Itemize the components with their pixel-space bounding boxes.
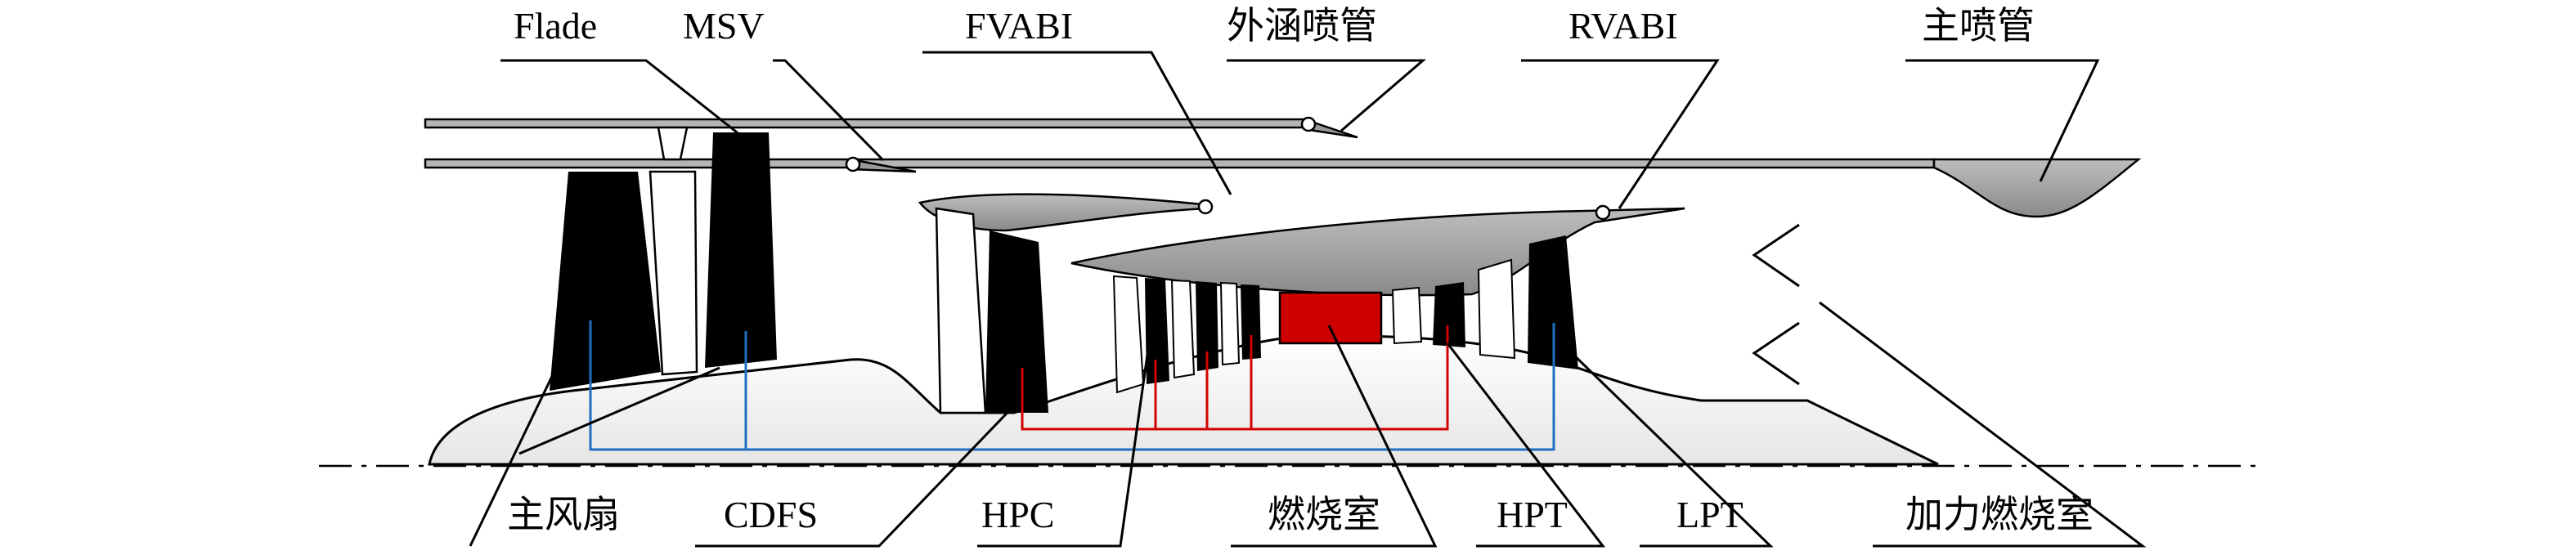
- msv-leader: [773, 59, 885, 162]
- rvabi-hinge: [1595, 204, 1611, 221]
- outer-casing-upper: [424, 118, 1306, 129]
- main-fan-leader-2: [518, 366, 720, 455]
- bypass-nozzle-leader: [1227, 59, 1427, 132]
- high-pressure-shaft: [1021, 325, 1449, 431]
- afterburner-holder-2: [1752, 321, 1800, 386]
- msv-hinge: [845, 156, 861, 172]
- combustor-leader: [1231, 324, 1438, 548]
- label-main-fan: 主风扇: [507, 494, 620, 535]
- main-nozzle-shape: [1932, 158, 2142, 218]
- hpc-stator-3: [1219, 281, 1241, 366]
- lpt-blade: [1528, 235, 1578, 369]
- outer-casing-lower: [424, 158, 1936, 169]
- label-hpc: HPC: [981, 494, 1054, 535]
- hpc-blade-1: [1145, 278, 1169, 384]
- label-flade: Flade: [514, 5, 597, 47]
- hpc-blade-2: [1196, 281, 1218, 371]
- label-bypass-nozzle: 外涵喷管: [1227, 5, 1377, 47]
- flade-strut: [657, 126, 689, 161]
- bypass-nozzle-hinge: [1300, 116, 1317, 132]
- cdfs-blade: [985, 231, 1048, 413]
- label-cdfs: CDFS: [724, 494, 818, 535]
- label-afterburner: 加力燃烧室: [1905, 494, 2094, 535]
- rvabi-leader: [1521, 59, 1720, 209]
- cdfs-leader: [695, 397, 1022, 548]
- main-fan-blade-1: [550, 172, 661, 391]
- hpt-blade: [1433, 282, 1465, 347]
- afterburner-holder-1: [1752, 223, 1800, 288]
- hpc-leader: [977, 342, 1151, 548]
- label-msv: MSV: [683, 5, 765, 47]
- label-lpt: LPT: [1676, 494, 1744, 535]
- flade-leader: [500, 59, 741, 137]
- label-combustor: 燃烧室: [1268, 494, 1380, 535]
- fvabi-leader: [922, 51, 1232, 195]
- fvabi-hinge: [1197, 199, 1214, 215]
- lpt-leader: [1568, 350, 1774, 548]
- low-pressure-shaft: [589, 320, 1555, 451]
- label-hpt: HPT: [1497, 494, 1568, 535]
- label-fvabi: FVABI: [965, 5, 1073, 47]
- afterburner-leader: [1819, 301, 2147, 548]
- fan-stator-1: [648, 170, 698, 376]
- hpc-stator-2: [1170, 279, 1196, 379]
- cdfs-stator: [935, 207, 987, 414]
- label-main-nozzle: 主喷管: [1922, 5, 2035, 47]
- main-nozzle-leader: [1905, 59, 2100, 182]
- main-fan-leader: [469, 367, 558, 547]
- hpt-leader: [1446, 342, 1606, 548]
- hpt-stator: [1391, 286, 1423, 345]
- hpc-stator-1: [1112, 275, 1145, 394]
- combustor-chamber: [1278, 291, 1383, 345]
- main-fan-blade-2: [705, 132, 777, 368]
- label-rvabi: RVABI: [1568, 5, 1678, 47]
- lpt-stator: [1477, 258, 1516, 360]
- hpc-blade-3: [1241, 284, 1261, 360]
